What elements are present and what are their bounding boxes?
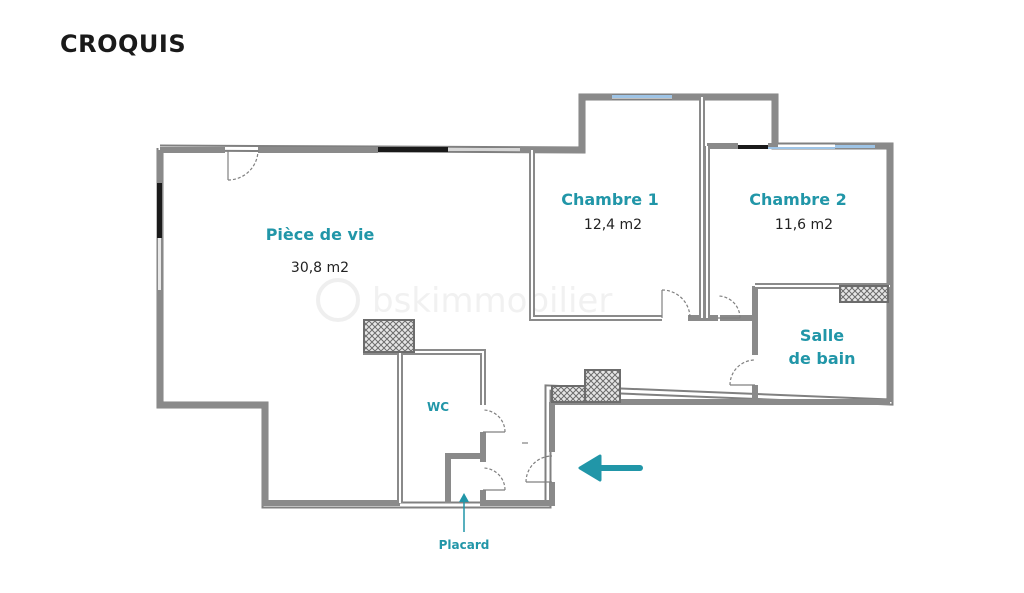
duct	[363, 319, 415, 353]
duct	[584, 369, 621, 403]
room-area-chambre-1: 12,4 m2	[584, 217, 642, 233]
duct	[551, 385, 586, 403]
page-title: CROQUIS	[60, 30, 187, 58]
arrow-up-icon	[459, 493, 469, 532]
ducts	[363, 285, 889, 403]
windows	[157, 95, 875, 290]
room-name-piece-de-vie: Pièce de vie	[266, 225, 375, 244]
room-name-salle-de-bain-line2: de bain	[789, 349, 856, 368]
duct	[839, 285, 889, 303]
room-area-piece-de-vie: 30,8 m2	[291, 260, 349, 276]
arrow-left-icon	[578, 454, 643, 482]
room-area-chambre-2: 11,6 m2	[775, 217, 833, 233]
doors	[227, 149, 756, 491]
room-name-chambre-1: Chambre 1	[561, 190, 659, 209]
room-name-salle-de-bain: Salle	[800, 326, 844, 345]
walls-inner	[399, 97, 890, 503]
placard-label: Placard	[439, 538, 490, 552]
room-labels: Pièce de vie 30,8 m2 Chambre 1 12,4 m2 C…	[266, 190, 856, 552]
room-name-chambre-2: Chambre 2	[749, 190, 847, 209]
watermark: bskimmobilier	[316, 278, 612, 322]
watermark-text: bskimmobilier	[372, 281, 612, 321]
room-name-wc: WC	[427, 400, 449, 414]
